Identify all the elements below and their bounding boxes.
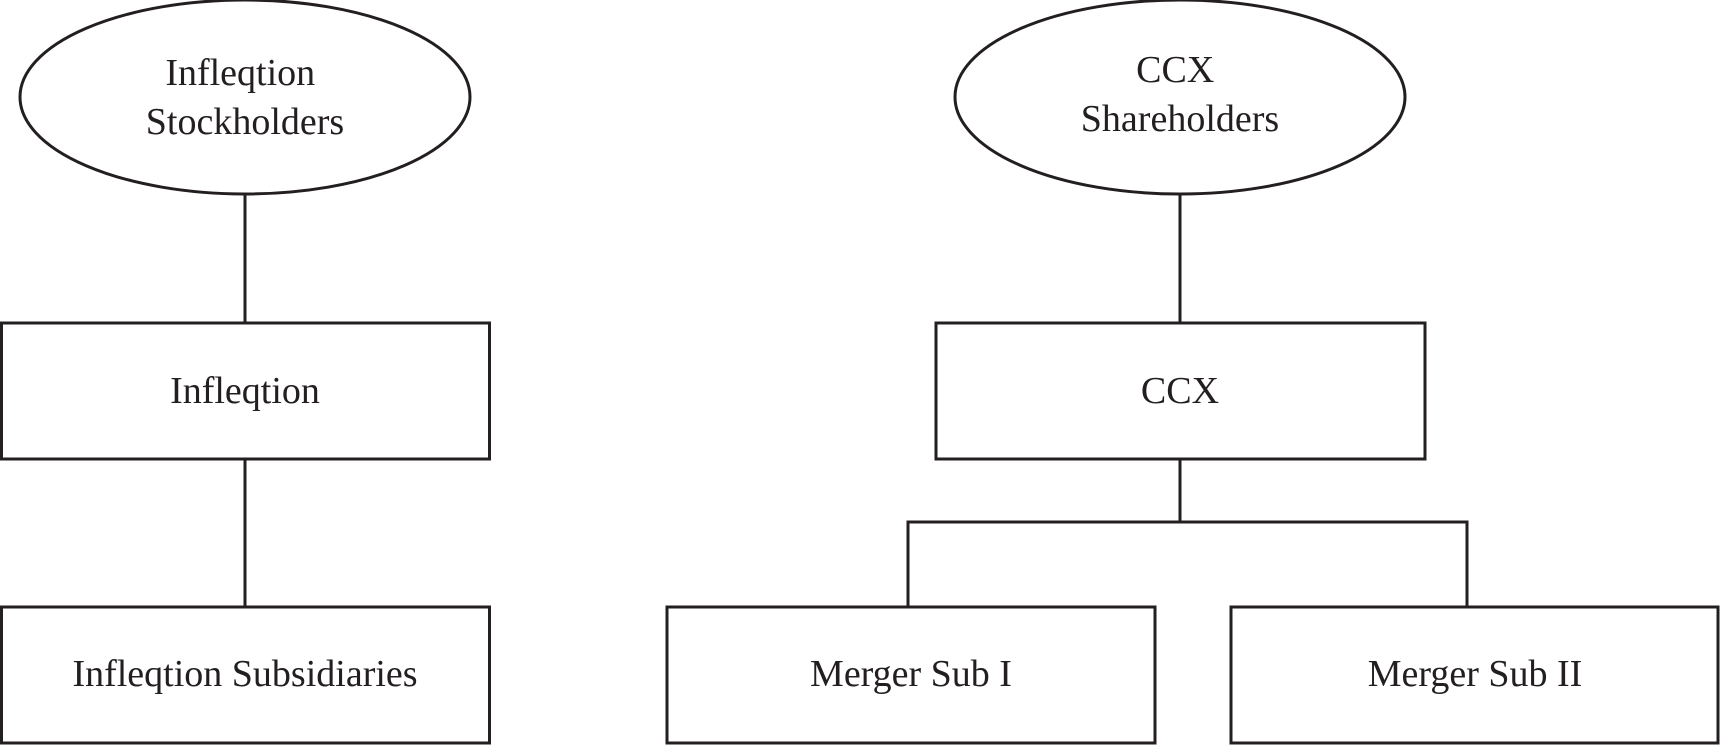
- merger-sub-ii-box: [1229, 605, 1720, 745]
- ccx-shareholders-ellipse: [953, 0, 1407, 196]
- infleqtion-stockholders-label-line2: Stockholders: [146, 101, 344, 143]
- node-ccx: CCX: [934, 321, 1427, 461]
- node-merger-sub-i: Merger Sub I: [665, 605, 1157, 745]
- infleqtion-subsidiaries-box: [0, 605, 491, 745]
- ccx-box: [934, 321, 1427, 461]
- merger-sub-i-label: Merger Sub I: [810, 653, 1012, 695]
- node-infleqtion: Infleqtion: [0, 321, 491, 461]
- merger-sub-ii-label: Merger Sub II: [1368, 653, 1583, 695]
- node-infleqtion-stockholders: Infleqtion Stockholders: [18, 0, 472, 196]
- connector-merger-subs-bracket: [906, 520, 1469, 607]
- merger-sub-i-box: [665, 605, 1157, 745]
- infleqtion-stockholders-label: Infleqtion Stockholders: [146, 52, 344, 143]
- infleqtion-stockholders-label-line1: Infleqtion: [165, 52, 315, 94]
- node-merger-sub-ii: Merger Sub II: [1229, 605, 1720, 745]
- node-infleqtion-subsidiaries: Infleqtion Subsidiaries: [0, 605, 491, 745]
- ccx-label: CCX: [1141, 370, 1219, 412]
- node-ccx-shareholders: CCX Shareholders: [953, 0, 1407, 196]
- ccx-shareholders-label-line1: CCX: [1136, 49, 1214, 91]
- ccx-shareholders-label: CCX Shareholders: [1081, 49, 1279, 140]
- infleqtion-label: Infleqtion: [170, 370, 320, 412]
- infleqtion-box: [0, 321, 491, 461]
- infleqtion-subsidiaries-label: Infleqtion Subsidiaries: [72, 653, 417, 695]
- infleqtion-stockholders-ellipse: [18, 0, 472, 196]
- ccx-shareholders-label-line2: Shareholders: [1081, 98, 1279, 140]
